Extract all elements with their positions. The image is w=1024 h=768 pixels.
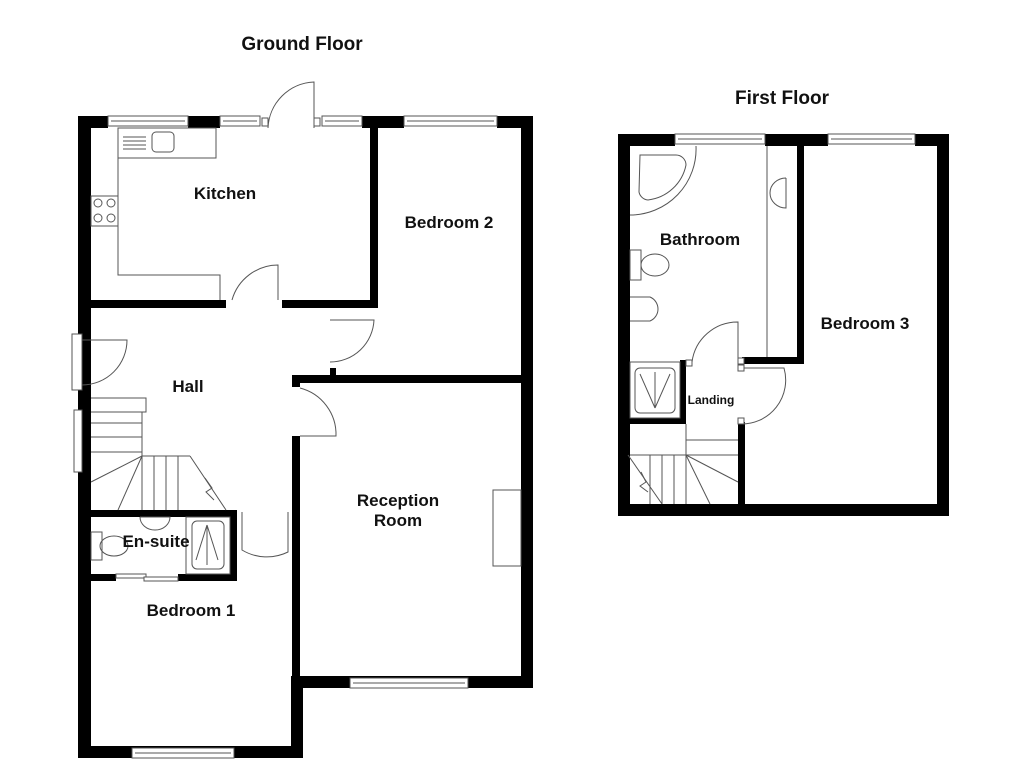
- wall-ensuite-south: [91, 574, 116, 581]
- window: [403, 115, 498, 127]
- wall-stub: [292, 375, 300, 387]
- window: [321, 115, 363, 127]
- ground-floor-title: Ground Floor: [241, 34, 363, 55]
- wall-shower-east: [680, 360, 686, 424]
- wall-bed2-south: [292, 375, 533, 383]
- ground-floor-plan: Ground Floor: [71, 34, 533, 759]
- wall-west: [78, 116, 91, 758]
- wall-bath-bed3: [797, 146, 804, 364]
- basin-icon: [769, 177, 787, 209]
- worktop-sink-run: [117, 127, 217, 159]
- shower-icon: [629, 361, 681, 419]
- wall-ensuite-north: [91, 510, 237, 517]
- window: [73, 409, 83, 473]
- wall-north-seg: [497, 116, 527, 128]
- room-label-bathroom: Bathroom: [660, 230, 740, 249]
- window: [219, 115, 261, 127]
- room-label-bedroom-3: Bedroom 3: [821, 314, 910, 333]
- wall-north-seg: [618, 134, 675, 146]
- bath-icon: [629, 145, 697, 216]
- door-swing: [231, 264, 279, 301]
- wall-north-seg: [362, 116, 404, 128]
- door-swing: [691, 321, 739, 363]
- window: [131, 747, 235, 759]
- door-swing: [267, 81, 315, 129]
- wall-east: [937, 134, 949, 516]
- window: [827, 133, 916, 145]
- door-swing: [81, 339, 128, 386]
- room-label-reception-line2: Room: [374, 511, 422, 530]
- window: [674, 133, 766, 145]
- toilet-icon: [90, 531, 129, 561]
- wall-bath-south: [742, 357, 804, 364]
- door-swing: [739, 367, 787, 425]
- hob-icon: [90, 195, 119, 227]
- first-floor-plan: First Floor: [618, 88, 949, 516]
- window: [107, 115, 189, 127]
- wall-ensuite-east: [230, 510, 237, 580]
- room-label-bedroom-1: Bedroom 1: [147, 601, 236, 620]
- wall-reception-west: [292, 436, 300, 678]
- wall-landing-east: [738, 422, 745, 510]
- wall-bedroom1-east: [291, 676, 303, 758]
- door-frame: [71, 333, 83, 391]
- staircase: [627, 424, 739, 505]
- wall-kitchen-south: [282, 300, 378, 308]
- door-swing: [329, 319, 375, 363]
- first-floor-title: First Floor: [735, 88, 830, 109]
- room-label-en-suite: En-suite: [122, 532, 189, 551]
- wall-west-pier: [78, 390, 91, 405]
- wall-east: [521, 116, 533, 688]
- fireplace: [492, 489, 522, 567]
- room-label-kitchen: Kitchen: [194, 184, 256, 203]
- door-swing: [241, 512, 289, 558]
- door-swing: [299, 387, 337, 437]
- room-label-hall: Hall: [172, 377, 203, 396]
- window: [349, 677, 469, 689]
- room-label-reception-line1: Reception: [357, 491, 439, 510]
- wall-south: [618, 504, 949, 516]
- shower-icon: [185, 516, 231, 575]
- bidet-icon: [630, 296, 659, 322]
- toilet-icon: [629, 249, 670, 281]
- wall-north-seg: [78, 116, 108, 128]
- room-label-bedroom-2: Bedroom 2: [405, 213, 494, 232]
- basin-icon: [139, 516, 171, 531]
- wall-shower-south: [630, 418, 686, 424]
- wall-ensuite-south: [178, 574, 237, 581]
- wall-north-seg: [765, 134, 828, 146]
- wall-west: [618, 134, 630, 516]
- wall-stub: [330, 368, 336, 376]
- wall-kitchen-south: [91, 300, 226, 308]
- sink-icon: [123, 131, 175, 153]
- wall-north-seg: [188, 116, 220, 128]
- wall-kitchen-bed2: [370, 128, 378, 308]
- staircase: [90, 397, 227, 511]
- room-label-landing: Landing: [688, 393, 735, 407]
